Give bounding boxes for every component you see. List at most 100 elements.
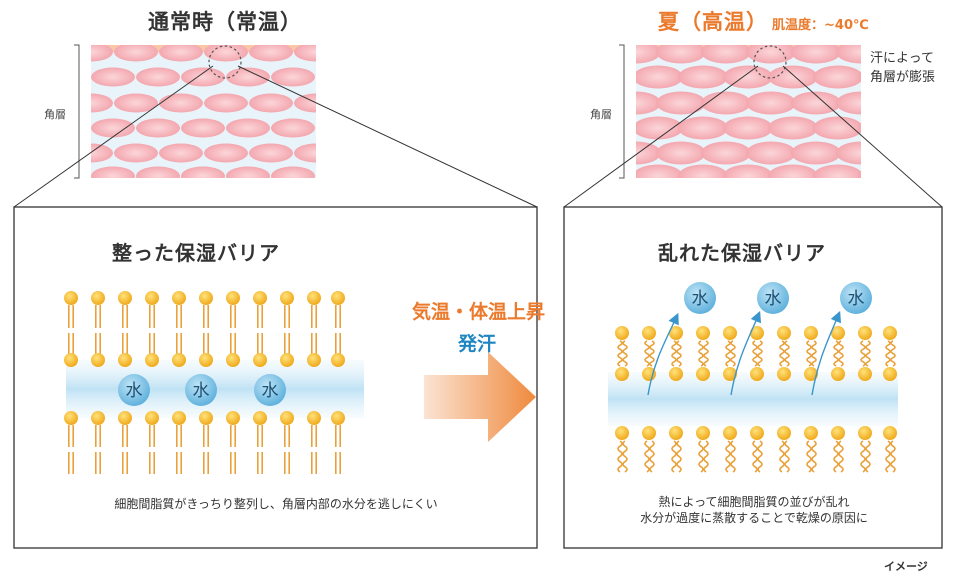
lipid-head [253,411,267,425]
lipid-head [280,353,294,367]
water-label: 水 [262,381,279,401]
lipid-tail [730,340,736,367]
skin-cell [813,65,861,89]
lipid-tail [838,440,844,473]
evaporation-arrow [811,310,842,396]
skin-cell [136,67,180,87]
water-molecule: 水 [684,282,716,314]
lipid-head [723,426,737,440]
skin-surface [91,45,316,52]
skin-cell [858,170,861,178]
skin-cell [46,68,90,87]
lipid-tail [833,340,839,367]
lipid-head [145,291,159,305]
lipid-tail [703,440,709,473]
skin-cell [24,43,68,62]
skin-cell [204,93,248,113]
lipid-head [118,353,132,367]
lipid-head [307,291,321,305]
water-circle [254,374,286,406]
lipid-tail [779,340,785,367]
lipid-head [723,367,737,381]
water-circle [118,374,150,406]
skin-cell [636,164,683,178]
skin-cell [746,91,796,115]
lipid-tail [865,440,871,473]
lipid-tail [860,440,866,473]
lipid-tail [622,340,628,367]
lipid-head [642,426,656,440]
skin-cell [316,167,360,186]
left-caption: 細胞間脂質がきっちり整列し、角層内部の水分を逃しにくい [114,497,438,511]
skin-cell [566,41,616,64]
water-circle [840,282,872,314]
skin-cell [91,93,113,113]
skin-cell [636,45,661,64]
lipid-head [883,426,897,440]
lipid-head [172,411,186,425]
zoom-line [563,65,759,208]
skin-cell [636,116,683,140]
lipid-head [615,326,629,340]
water-band [608,372,898,426]
lipid-head [777,426,791,440]
lipid-head [696,426,710,440]
skin-cell [836,141,861,165]
lipid-tail [698,440,704,473]
right-note-line-1: 汗によって [870,51,934,66]
lipid-head [831,367,845,381]
water-label: 水 [848,289,865,309]
lipid-head [858,326,872,340]
skin-cell [678,116,728,140]
heat-arrow [424,352,536,442]
lipid-head [777,367,791,381]
skin-cell [294,45,316,62]
water-label: 水 [193,381,210,401]
lipid-head [172,353,186,367]
lipid-head [750,367,764,381]
lipid-head [172,291,186,305]
skin-cells [24,43,360,186]
lipid-head [331,411,345,425]
skin-cell [791,141,841,165]
right-subtitle: 肌温度：~40℃ [772,18,869,33]
skin-cell [159,93,203,113]
lipid-tail [806,340,812,367]
lipid-head [64,353,78,367]
zoom-line [782,65,943,208]
lipid-tail [725,440,731,473]
lipid-tail [806,440,812,473]
right-skin-layer [566,41,861,179]
water-circle [185,374,217,406]
skin-cell [136,118,180,138]
lipid-tail [885,440,891,473]
skin-cell [294,93,316,113]
lipid-head [831,326,845,340]
middle-label-heat: 気温・体温上昇 [412,301,546,323]
lipid-tail [833,440,839,473]
right-layer-label: 角層 [590,108,612,121]
lipid-head [64,291,78,305]
skin-cell [91,166,135,178]
lipid-tail [676,440,682,473]
lipid-head [307,411,321,425]
lipid-head [804,326,818,340]
lipid-head [883,367,897,381]
skin-cell [316,119,360,138]
skin-cell [249,93,293,113]
lipid-tail [703,340,709,367]
lipid-head [669,367,683,381]
skin-cell [136,166,180,178]
skin-cell [181,118,225,138]
skin-cell [656,45,706,64]
skin-cell [316,68,360,87]
skin-cell [768,65,818,89]
left-layer-label: 角層 [44,108,66,121]
lipid-tail [752,440,758,473]
skin-cell [159,45,203,62]
skin-cell [636,65,683,89]
skin-cell [723,116,773,140]
lipid-tail [784,340,790,367]
lipid-head [858,367,872,381]
